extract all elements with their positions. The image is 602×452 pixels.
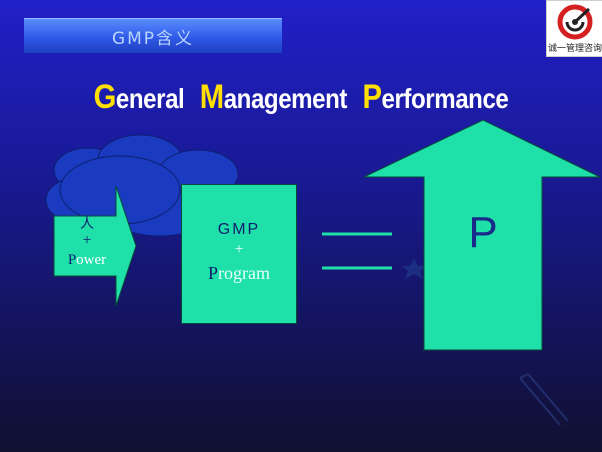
logo-text: 诚一管理咨询 bbox=[547, 44, 602, 54]
program-line-word: Program bbox=[182, 263, 296, 284]
headline-word-performance: erformance bbox=[381, 83, 509, 114]
headline-word-management: anagement bbox=[223, 83, 348, 114]
pen-decoration-icon bbox=[519, 373, 569, 426]
faint-star-shape bbox=[402, 258, 426, 279]
program-initial: P bbox=[208, 263, 219, 283]
headline-word-general: eneral bbox=[115, 83, 185, 114]
power-line-plus: + bbox=[82, 232, 92, 249]
slide-title: GMP含义 bbox=[111, 28, 195, 49]
company-logo: 诚一管理咨询 bbox=[546, 0, 602, 57]
slide-title-bar: GMP含义 bbox=[24, 18, 282, 53]
headline-initial-p: P bbox=[362, 78, 382, 116]
headline-initial-m: M bbox=[199, 78, 224, 116]
headline-initial-g: G bbox=[93, 78, 117, 116]
performance-arrow-shape bbox=[363, 119, 601, 351]
power-line-people: 人 bbox=[80, 217, 94, 232]
company-logo-icon bbox=[557, 4, 593, 40]
power-rest: ower bbox=[76, 252, 107, 268]
performance-arrow-label: P bbox=[468, 208, 498, 257]
cloud-shape bbox=[45, 134, 239, 237]
power-initial: P bbox=[67, 252, 77, 268]
power-line-word: Power bbox=[54, 250, 120, 270]
program-line-plus: + bbox=[234, 241, 244, 258]
power-arrow-label: 人 + Power bbox=[54, 218, 120, 270]
program-line-gmp: GMP bbox=[217, 221, 261, 238]
program-rest: rogram bbox=[218, 263, 270, 283]
power-arrow-shape bbox=[53, 185, 137, 307]
gmp-program-box: GMP + Program bbox=[181, 184, 297, 324]
headline: General Management Performance bbox=[42, 78, 560, 117]
